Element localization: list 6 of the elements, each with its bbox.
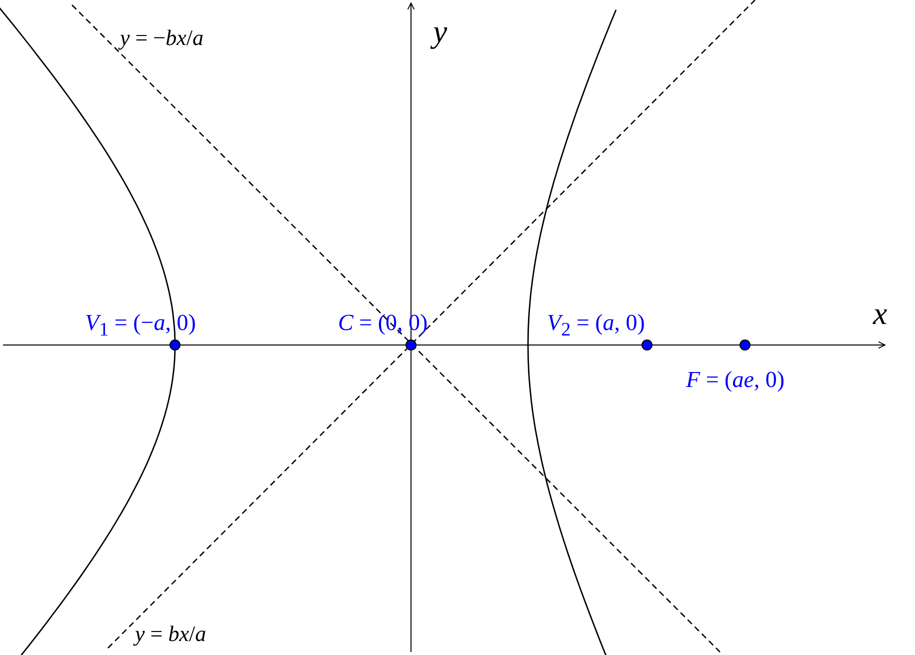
point-label: F = (ae, 0): [686, 368, 785, 391]
point-label: V$_{1}$ = (−a, 0): [85, 311, 196, 340]
equation-label: y = −bx/a: [120, 27, 204, 49]
point-label: V$_{2}$ = (a, 0): [547, 311, 645, 340]
axis-label: x: [873, 297, 888, 329]
equation-label: y = bx/a: [135, 623, 206, 645]
